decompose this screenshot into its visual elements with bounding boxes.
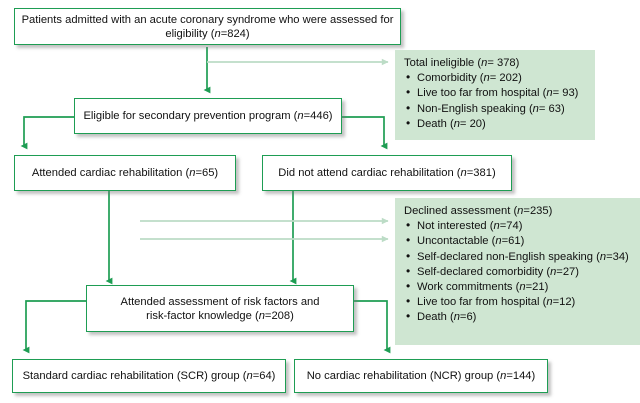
list-item: Comorbidity (n= 202): [404, 70, 587, 86]
box-attended-rehabilitation-label: Attended cardiac rehabilitation (n=65): [31, 167, 219, 179]
panel-declined-assessment: Declined assessment (n=235) Not interest…: [395, 198, 640, 345]
box-assessed-eligibility-label: Patients admitted with an acute coronary…: [21, 13, 394, 40]
link-eligible-to-notattended: [341, 116, 388, 150]
panel-declined-assessment-list: Not interested (n=74) Uncontactable (n=6…: [404, 218, 632, 325]
link-eligible-to-attended: [20, 116, 74, 150]
box-scr-group[interactable]: Standard cardiac rehabilitation (SCR) gr…: [12, 359, 286, 393]
box-attended-assessment-line1: Attended assessment of risk factors and: [120, 295, 320, 308]
list-item: Death (n=6): [404, 309, 632, 325]
box-attended-assessment-line2: risk-factor knowledge (n=208): [146, 309, 294, 322]
list-item: Work commitments (n=21): [404, 279, 632, 295]
list-item: Self-declared non-English speaking (n=34…: [404, 249, 632, 265]
box-eligible-program-label: Eligible for secondary prevention progra…: [83, 110, 333, 122]
box-not-attended-rehabilitation-label: Did not attend cardiac rehabilitation (n…: [278, 167, 496, 179]
box-attended-rehabilitation[interactable]: Attended cardiac rehabilitation (n=65): [14, 155, 236, 191]
link-assessment-to-ncr: [354, 300, 391, 354]
panel-total-ineligible: Total ineligible (n= 378) Comorbidity (n…: [395, 50, 595, 140]
list-item: Death (n= 20): [404, 116, 587, 132]
list-item: Not interested (n=74): [404, 218, 632, 234]
panel-declined-assessment-heading: Declined assessment (n=235): [404, 205, 553, 217]
link-assessment-to-scr: [22, 300, 86, 354]
box-ncr-group-label: No cardiac rehabilitation (NCR) group (n…: [306, 370, 536, 382]
box-eligible-program[interactable]: Eligible for secondary prevention progra…: [74, 98, 342, 134]
box-assessed-eligibility[interactable]: Patients admitted with an acute coronary…: [14, 8, 401, 45]
box-ncr-group[interactable]: No cardiac rehabilitation (NCR) group (n…: [294, 359, 548, 393]
box-scr-group-label: Standard cardiac rehabilitation (SCR) gr…: [22, 370, 276, 382]
list-item: Non-English speaking (n= 63): [404, 101, 587, 117]
box-not-attended-rehabilitation[interactable]: Did not attend cardiac rehabilitation (n…: [262, 155, 512, 191]
list-item: Uncontactable (n=61): [404, 233, 632, 249]
list-item: Live too far from hospital (n=12): [404, 294, 632, 310]
box-attended-assessment[interactable]: Attended assessment of risk factors and …: [86, 285, 354, 332]
panel-total-ineligible-heading: Total ineligible (n= 378): [404, 57, 520, 69]
panel-total-ineligible-list: Comorbidity (n= 202) Live too far from h…: [404, 70, 587, 132]
list-item: Live too far from hospital (n= 93): [404, 85, 587, 101]
list-item: Self-declared comorbidity (n=27): [404, 264, 632, 280]
